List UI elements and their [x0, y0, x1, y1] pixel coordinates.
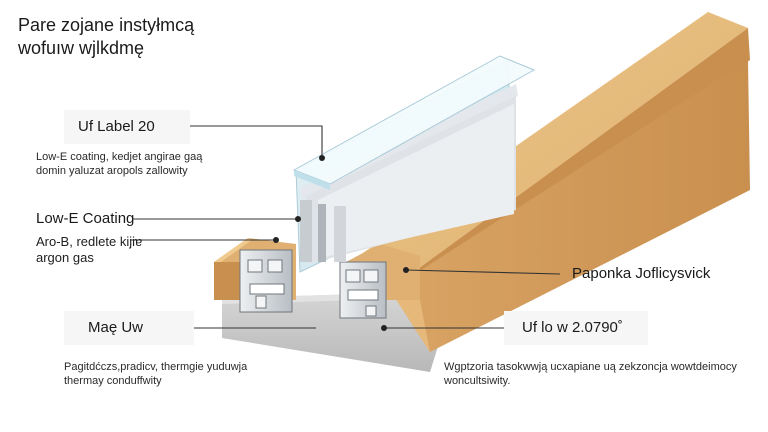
low-e-desc-line-2: argon gas — [36, 250, 94, 265]
glazing-spacers — [300, 84, 518, 264]
uf-label-description: Low-E coating, kedjet angirae gaą domin … — [36, 150, 202, 178]
paponka-label: Paponka Joflicysvick — [572, 265, 711, 282]
leader-dots — [273, 155, 409, 331]
mae-uw-text: Maę Uw — [88, 319, 144, 336]
uf-lo-description: Wgptzoria tasokwwją ucxapiane uą zekzonc… — [444, 360, 737, 388]
uf-label-desc-line-1: Low-E coating, kedjet angirae gaą — [36, 151, 203, 163]
mae-uw-callout: Maę Uw — [64, 311, 194, 345]
uf-label-text: Uf Label 20 — [78, 118, 155, 135]
glass-pane-top — [292, 55, 536, 190]
title-line-1: Pare zojane instyłmcą — [18, 15, 195, 35]
diagram-title: Pare zojane instyłmcą wofuıw wjlkdmę — [18, 14, 194, 60]
aluminium-profile-right — [339, 261, 387, 319]
low-e-description: Aro-B, redlete kijiɐ argon gas — [36, 234, 142, 266]
uf-label-callout: Uf Label 20 — [64, 110, 190, 144]
uf-lo-desc-line-1: Wgptzoria tasokwwją ucxapiane uą zekzonc… — [444, 361, 737, 373]
mae-uw-desc-line-2: thermay conduffwity — [64, 375, 162, 387]
mae-uw-desc-line-1: Pagitdćczs,pradicv, thermgie yuduwja — [64, 361, 248, 373]
uf-lo-text: Uf lo w 2.0790˚ — [522, 319, 623, 336]
uf-lo-callout: Uf lo w 2.0790˚ — [504, 311, 648, 345]
title-line-2: wofuıw wjlkdmę — [18, 38, 145, 58]
mae-uw-description: Pagitdćczs,pradicv, thermgie yuduwja the… — [64, 360, 247, 388]
aluminium-profile-left — [239, 249, 293, 313]
low-e-coating-label: Low-E Coating — [36, 210, 135, 227]
leader-paponka — [405, 269, 561, 275]
low-e-desc-line-1: Aro-B, redlete kijiɐ — [36, 234, 143, 249]
uf-lo-desc-line-2: woncultsiwity. — [444, 375, 511, 387]
leader-lines — [130, 125, 561, 329]
leader-uf-label — [176, 125, 323, 158]
uf-label-desc-line-2: domin yaluzat aropols zallowity — [36, 165, 188, 177]
